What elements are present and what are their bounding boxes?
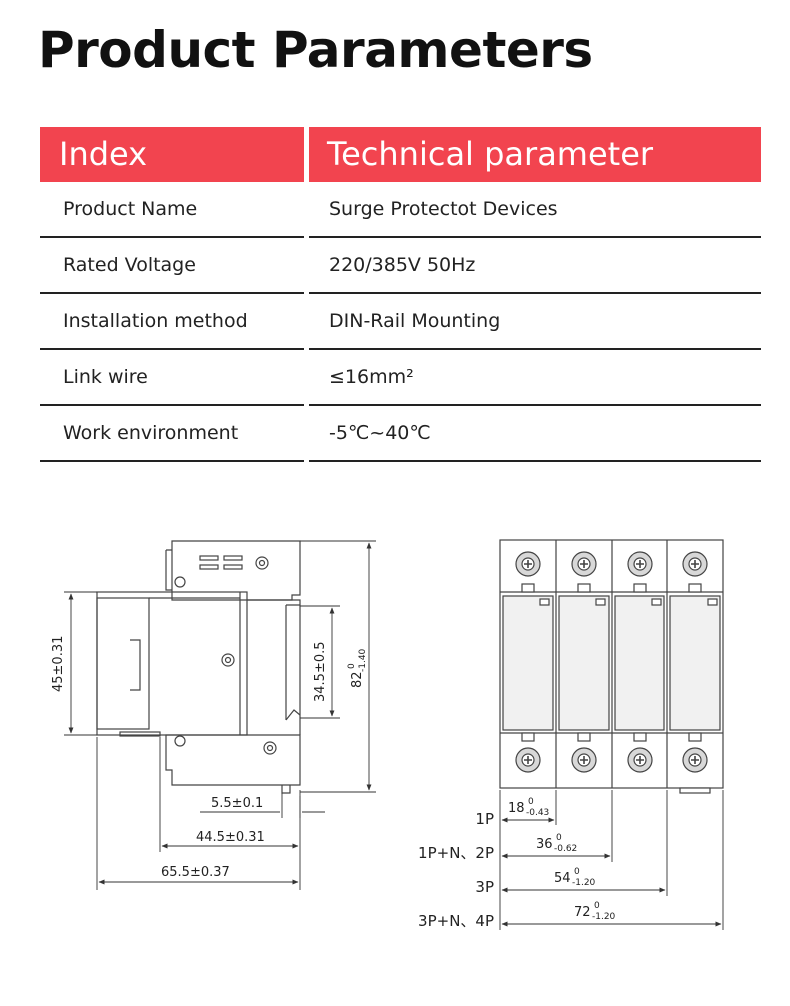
dim-height-label: 45±0.31 [51,636,66,692]
svg-text:0: 0 [594,901,600,911]
parameter-table: Index Technical parameter Product Name S… [40,127,761,462]
svg-text:0: 0 [574,867,580,877]
table-row: Installation method DIN-Rail Mounting [40,294,761,350]
terminal-screws [515,551,708,773]
pole-label-3p: 3P [475,878,494,896]
table-row: Work environment -5℃~40℃ [40,406,761,462]
dimension-drawings: 45±0.31 34.5±0.5 82 0 -1.40 5.5±0.1 44.5… [51,539,724,930]
dim-total-height-label: 82 0 -1.40 [347,648,368,688]
header-index: Index [40,127,304,182]
width-label-4p: 72 0 -1.20 [574,901,616,922]
dim-depth-total-label: 65.5±0.37 [161,865,230,880]
svg-text:18: 18 [508,801,525,816]
pole-label-2p: 1P+N、2P [418,844,494,862]
svg-text:-1.20: -1.20 [592,912,616,922]
svg-text:36: 36 [536,837,553,852]
width-label-2p: 36 0 -0.62 [536,833,577,854]
side-view-drawing [96,540,301,794]
svg-text:-0.62: -0.62 [554,844,577,854]
row-key: Link wire [40,350,304,406]
pole-label-4p: 3P+N、4P [418,912,494,930]
dim-depth-inner-label: 44.5±0.31 [196,830,265,845]
pole-label-1p: 1P [475,810,494,828]
front-view-drawing [499,539,724,794]
dim-slot-label: 5.5±0.1 [211,796,263,811]
table-row: Rated Voltage 220/385V 50Hz [40,238,761,294]
row-value: Surge Protectot Devices [309,182,761,238]
svg-text:-0.43: -0.43 [526,808,549,818]
row-value: -5℃~40℃ [309,406,761,462]
table-row: Product Name Surge Protectot Devices [40,182,761,238]
width-label-3p: 54 0 -1.20 [554,867,596,888]
row-value: 220/385V 50Hz [309,238,761,294]
row-key: Product Name [40,182,304,238]
row-value: ≤16mm² [309,350,761,406]
svg-text:-1.40: -1.40 [358,648,368,672]
page-title: Product Parameters [38,21,593,79]
svg-text:0: 0 [556,833,562,843]
side-view-dimensions [64,540,376,890]
table-row: Link wire ≤16mm² [40,350,761,406]
width-label-1p: 18 0 -0.43 [508,797,549,818]
row-key: Installation method [40,294,304,350]
row-value: DIN-Rail Mounting [309,294,761,350]
row-key: Work environment [40,406,304,462]
svg-text:0: 0 [528,797,534,807]
dim-rail-label: 34.5±0.5 [313,641,328,702]
svg-text:54: 54 [554,871,571,886]
svg-text:0: 0 [347,663,357,669]
svg-text:82: 82 [350,671,365,688]
front-view-dimensions [499,790,724,930]
header-technical-parameter: Technical parameter [309,127,761,182]
table-header: Index Technical parameter [40,127,761,182]
svg-text:-1.20: -1.20 [572,878,596,888]
row-key: Rated Voltage [40,238,304,294]
svg-text:72: 72 [574,905,591,920]
